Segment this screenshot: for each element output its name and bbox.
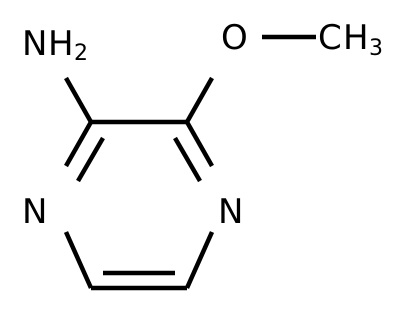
ring-n-left-label: N — [22, 192, 47, 232]
bond-c3-o — [185, 76, 214, 124]
atom-labels: N H 2 O C H 3 N N — [22, 18, 383, 232]
methyl-c-label: C — [318, 18, 342, 58]
bond-c6-n1 — [63, 231, 94, 289]
bond-c2-nh2 — [64, 76, 93, 124]
methyl-h-label: H — [343, 18, 369, 58]
bond-n1-c2 — [64, 120, 93, 168]
bond-n1-c2-inner — [76, 136, 105, 183]
amine-h-count: 2 — [74, 41, 88, 66]
amine-h-label: H — [48, 24, 74, 64]
bond-c3-n4-inner — [173, 136, 202, 183]
bond-c3-n4 — [185, 120, 214, 168]
amine-n-label: N — [22, 24, 47, 64]
bond-n4-c5 — [184, 231, 215, 289]
bonds — [63, 34, 316, 291]
methyl-h-count: 3 — [369, 36, 383, 61]
ring-n-right-label: N — [218, 192, 243, 232]
methoxy-o-label: O — [221, 18, 248, 58]
